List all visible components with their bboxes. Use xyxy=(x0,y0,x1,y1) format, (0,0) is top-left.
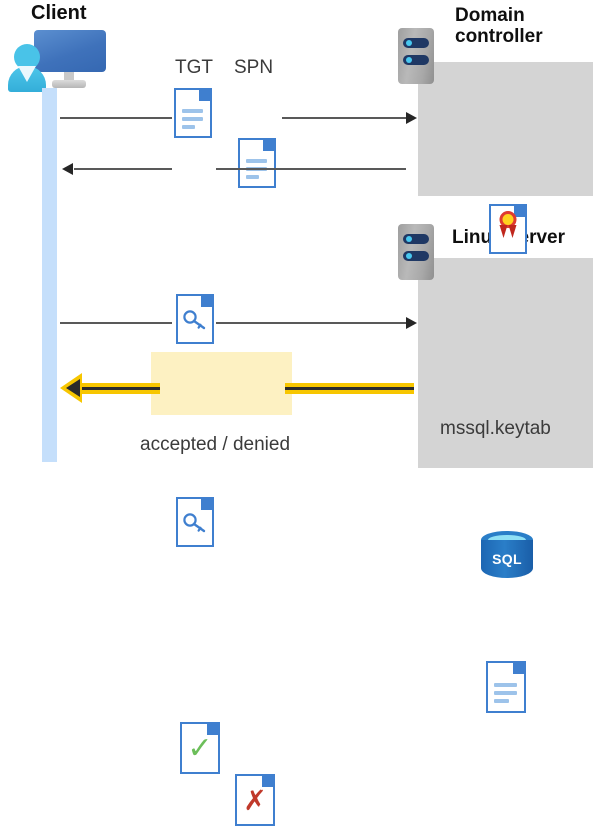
client-lifeline xyxy=(42,88,57,462)
domain-controller-title-line1: Domain controller xyxy=(455,5,595,48)
ticket-key-document-icon xyxy=(176,293,215,344)
keytab-document-icon xyxy=(486,660,527,713)
service-ticket-request-line-right xyxy=(216,322,406,324)
auth-result-line-left xyxy=(82,383,160,394)
domain-controller-panel xyxy=(418,62,593,196)
auth-result-arrowhead xyxy=(60,373,82,403)
monitor-screen xyxy=(34,30,106,72)
service-ticket-request-line-left xyxy=(60,322,172,324)
check-icon: ✓ xyxy=(187,732,213,766)
service-ticket-request-arrowhead xyxy=(406,317,417,329)
auth-result-highlight-box xyxy=(151,352,292,415)
service-ticket-key-document-icon xyxy=(176,496,215,547)
user-monitor-icon xyxy=(8,30,108,92)
key-icon xyxy=(183,513,206,533)
domain-controller-title: Domain controller xyxy=(455,5,543,48)
tgt-spn-request-arrowhead xyxy=(406,112,417,124)
keytab-filename-label: mssql.keytab xyxy=(440,418,551,439)
user-head xyxy=(14,44,40,70)
tgt-spn-request-line-left xyxy=(60,117,172,119)
auth-result-caption: accepted / denied xyxy=(140,434,291,455)
monitor-base xyxy=(52,80,86,88)
client-title: Client xyxy=(31,2,87,24)
tgt-spn-request-line-right xyxy=(282,117,406,119)
monitor-neck xyxy=(64,72,74,82)
linux-server-server-rack-icon xyxy=(398,224,434,280)
sql-badge-label: SQL xyxy=(492,551,522,567)
tgt-document-icon xyxy=(174,87,213,138)
spn-document-icon xyxy=(238,137,277,188)
user-collar xyxy=(18,66,36,82)
auth-result-line-right xyxy=(285,383,414,394)
ticket-response-line-right xyxy=(216,168,406,170)
cross-icon: ✗ xyxy=(243,785,267,817)
ticket-response-line-left xyxy=(74,168,172,170)
certificate-document-icon xyxy=(489,203,528,254)
tgt-label: TGT xyxy=(175,57,213,78)
rosette-icon xyxy=(499,211,517,241)
diagram-canvas: Client Domain controller Linux server TG… xyxy=(8,2,595,826)
spn-label: SPN xyxy=(234,57,274,78)
linux-server-panel xyxy=(418,258,593,468)
accepted-document-icon: ✓ xyxy=(180,721,221,774)
ticket-response-arrowhead xyxy=(62,163,73,175)
domain-controller-server-rack-icon xyxy=(398,28,434,84)
key-icon xyxy=(183,310,206,330)
denied-document-icon: ✗ xyxy=(235,773,276,826)
sql-database-icon: SQL xyxy=(481,531,533,587)
